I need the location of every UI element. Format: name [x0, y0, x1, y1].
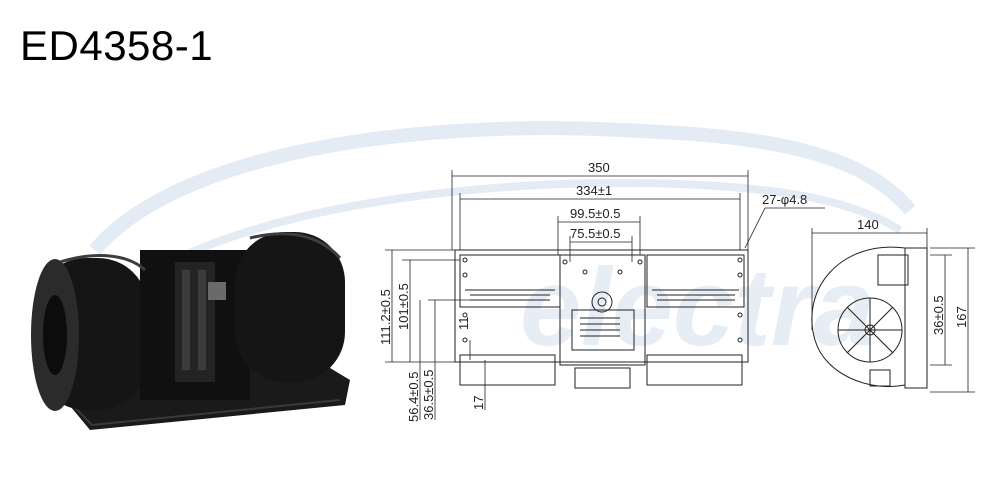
right-scroll-bottom — [646, 354, 743, 386]
dim-hole-spacing: 334±1 — [576, 183, 612, 198]
front-dimension-lines — [385, 170, 825, 420]
dim-height-a: 111.2±0.5 — [378, 289, 393, 345]
dim-bottom-offset: 17 — [471, 396, 486, 410]
front-mounting-plate — [454, 249, 749, 363]
right-scroll-housing — [235, 232, 345, 382]
dim-holes: 27-φ4.8 — [762, 192, 807, 207]
dim-depth: 140 — [857, 217, 879, 232]
dim-height-b: 101±0.5 — [396, 283, 411, 330]
dim-inner-span: 99.5±0.5 — [570, 206, 621, 221]
side-dimension-lines — [811, 228, 975, 393]
dim-side-outlet: 36±0.5 — [931, 295, 946, 335]
watermark-swoosh-top — [89, 121, 916, 255]
front-view — [454, 249, 749, 389]
motor-connector — [571, 309, 635, 351]
blower-motor-photo — [31, 232, 350, 430]
side-scroll-housing — [811, 246, 906, 387]
dim-offset-a: 56.4±0.5 — [406, 371, 421, 422]
side-flange — [904, 247, 928, 389]
dim-total-height: 167 — [954, 306, 969, 328]
dim-small-offset: 11 — [456, 317, 471, 331]
side-view — [811, 246, 928, 389]
motor-body — [559, 254, 646, 366]
left-scroll-bottom — [459, 354, 556, 386]
dim-inner-span-small: 75.5±0.5 — [570, 226, 621, 241]
watermark — [89, 121, 916, 284]
dim-offset-b: 36.5±0.5 — [421, 369, 436, 420]
dim-overall-width: 350 — [588, 160, 610, 175]
product-code-title: ED4358-1 — [20, 22, 214, 69]
right-outlet — [646, 254, 745, 308]
watermark-swoosh-low — [137, 178, 903, 284]
